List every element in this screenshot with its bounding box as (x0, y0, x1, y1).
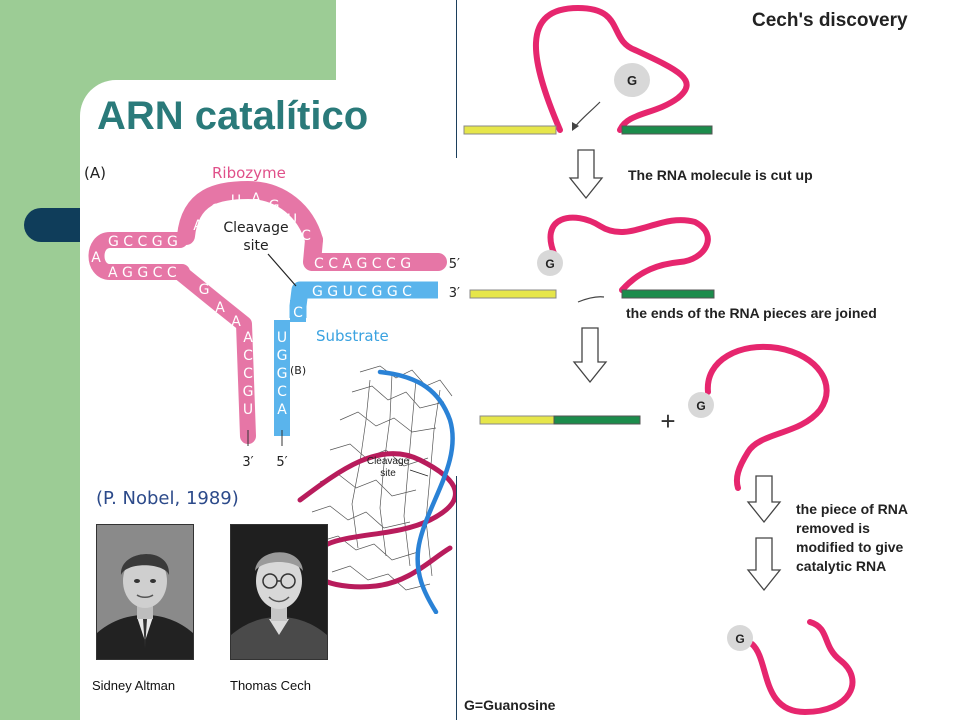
end-label-3-right: 3′ (449, 286, 460, 301)
slide-title: ARN catalítico (97, 94, 369, 138)
guanosine-legend: G=Guanosine (464, 697, 556, 713)
yellow-exon-stage2 (469, 289, 557, 299)
cleavage-pointer (267, 253, 297, 287)
plus-sign: + (660, 406, 675, 436)
caption-cech: Thomas Cech (230, 678, 311, 693)
step3-line3: modified to give (796, 539, 904, 555)
guanosine-circle-stage1 (614, 63, 650, 97)
step3-line1: the piece of RNA (796, 501, 908, 517)
end-label-5-bottom: 5′ (276, 455, 287, 470)
pink-column-base: A (243, 330, 253, 346)
left-stem-top: G C C G G (108, 234, 178, 250)
blue-column-base: U (277, 330, 287, 346)
portrait-photo-altman (96, 524, 194, 660)
loop-base: G (269, 198, 280, 214)
step3-line2: removed is (796, 520, 870, 536)
substrate-label: Substrate (316, 327, 389, 345)
loop-base: U (231, 193, 241, 209)
loop-base: A (193, 218, 203, 234)
green-exon-joined (553, 415, 641, 425)
step1-label: The RNA molecule is cut up (628, 167, 813, 183)
cleavage-label-line2: site (243, 238, 268, 254)
yellow-exon-joined (479, 415, 555, 425)
substrate-strand (274, 281, 438, 436)
guanosine-circle-stage2 (537, 250, 563, 276)
connector-base: G (199, 282, 210, 298)
blue-c-base: C (293, 305, 303, 321)
guanosine-circle-stage4 (727, 625, 753, 651)
intron-loop-stage1 (533, 4, 690, 133)
down-arrow-3 (746, 475, 782, 524)
yellow-exon-stage1 (463, 125, 557, 135)
blue-column-base: C (277, 384, 287, 400)
blue-column-base: G (277, 366, 288, 382)
ribozyme-label: Ribozyme (212, 164, 286, 182)
intron-stage2 (547, 214, 711, 293)
pink-column-base: C (243, 348, 253, 364)
model-cleavage-line1: Cleavage (367, 456, 410, 467)
step3-line4: catalytic RNA (796, 558, 886, 574)
loop-left-base: A (91, 250, 101, 266)
guanosine-label-stage1: G (627, 73, 637, 88)
loop-base: U (287, 212, 297, 228)
blue-column-base: A (277, 402, 287, 418)
excised-intron-stage3 (704, 343, 830, 491)
3d-substrate-backbone (377, 369, 455, 614)
down-arrow-2 (572, 327, 608, 384)
model-cleavage-line2: site (380, 468, 396, 479)
end-label-3-bottom: 3′ (242, 455, 253, 470)
pink-column-base: G (243, 384, 254, 400)
green-exon-stage1 (621, 125, 713, 135)
left-stem-bottom: A G G C C (108, 265, 177, 281)
join-arrow-stage2 (577, 296, 605, 303)
blue-column-base: G (277, 348, 288, 364)
guanosine-label-stage3: G (696, 399, 705, 413)
model-cleavage-pointer (409, 469, 429, 477)
guanosine-label-stage4: G (735, 632, 744, 646)
right-blue-strand: G G U C G G C (312, 284, 412, 300)
3d-ribozyme-backbone (297, 451, 456, 590)
end-label-5-top: 5′ (449, 257, 460, 272)
right-pink-strand: C C A G C C G (314, 256, 411, 272)
cleavage-label-line1: Cleavage (223, 220, 288, 236)
pink-column-base: C (243, 366, 253, 382)
ribozyme-3d-model: (B) Cleavage site (290, 364, 456, 614)
attack-arrow-stage1 (573, 101, 601, 129)
cech-title: Cech's discovery (752, 10, 908, 31)
guanosine-circle-stage3 (688, 392, 714, 418)
step2-label: the ends of the RNA pieces are joined (626, 305, 877, 321)
green-exon-stage2 (621, 289, 715, 299)
guanosine-label-stage2: G (545, 257, 554, 271)
nobel-caption: (P. Nobel, 1989) (96, 488, 239, 509)
panel-a-label: (A) (84, 164, 106, 182)
catalytic-rna-loop (749, 619, 856, 716)
down-arrow-4 (746, 537, 782, 592)
connector-base: A (231, 314, 241, 330)
loop-base: A (251, 191, 261, 207)
cech-discovery-diagram: Cech's discovery G The RNA molecule is c… (463, 4, 908, 716)
portrait-photo-cech (230, 524, 328, 660)
panel-b-label: (B) (290, 364, 306, 377)
ribozyme-backbone (88, 181, 447, 444)
ribozyme-structure-diagram: (A) Ribozyme G U A G U C A G C C G G A G… (80, 158, 460, 476)
down-arrow-1 (568, 149, 604, 200)
pink-column-base: U (243, 402, 253, 418)
attack-arrowhead-stage1 (572, 122, 579, 131)
caption-altman: Sidney Altman (92, 678, 176, 693)
loop-base: C (301, 228, 311, 244)
connector-base: A (215, 300, 225, 316)
loop-base: G (211, 202, 222, 218)
